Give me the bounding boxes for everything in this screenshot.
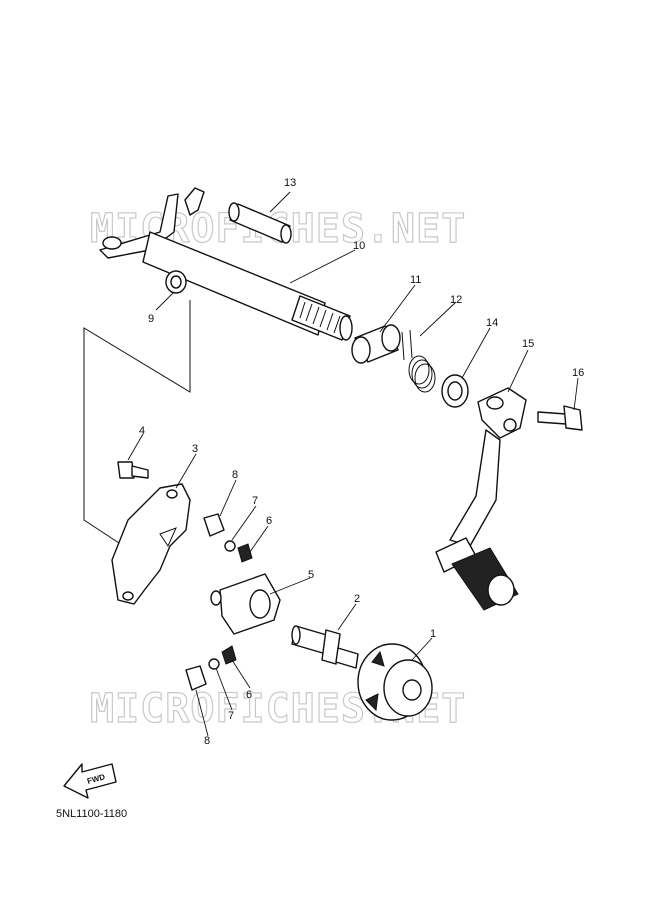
callout-13: 13 xyxy=(284,177,296,189)
callout-7-top: 7 xyxy=(252,495,258,507)
fwd-arrow-icon: FWD xyxy=(63,763,117,799)
part-8-stopper-bottom xyxy=(185,665,207,691)
callout-14: 14 xyxy=(486,317,498,329)
callout-8-top: 8 xyxy=(232,469,238,481)
part-14-oil-seal xyxy=(441,374,469,408)
callout-10: 10 xyxy=(353,240,365,252)
part-6-spring-bottom xyxy=(221,645,237,665)
callout-6-bottom: 6 xyxy=(246,689,252,701)
callout-15: 15 xyxy=(522,338,534,350)
callout-4: 4 xyxy=(139,425,145,437)
part-15-shift-pedal xyxy=(435,387,527,611)
part-12-spring xyxy=(401,329,436,393)
callout-11: 11 xyxy=(410,274,421,286)
part-11-collar xyxy=(351,324,401,364)
callout-6-top: 6 xyxy=(266,515,272,527)
part-5-segment xyxy=(210,573,281,635)
part-8-stopper-top xyxy=(203,513,225,537)
callout-12: 12 xyxy=(450,294,462,306)
callout-8-bottom: 8 xyxy=(204,735,210,747)
leader-lines xyxy=(127,191,579,737)
part-7-pin-bottom xyxy=(208,658,220,670)
callout-3: 3 xyxy=(192,443,198,455)
grouping-bracket xyxy=(83,300,191,571)
part-2-bolt xyxy=(291,625,359,669)
part-7-pin-top xyxy=(224,540,236,552)
part-10-shift-shaft xyxy=(99,187,353,341)
part-1-drum-segment xyxy=(357,643,433,721)
callout-16: 16 xyxy=(572,367,584,379)
part-3-plate xyxy=(111,483,191,605)
callout-2: 2 xyxy=(354,593,360,605)
part-6-spring-top xyxy=(237,543,253,563)
callout-7-bottom: 7 xyxy=(228,710,234,722)
part-4-bolt xyxy=(117,461,149,479)
part-16-bolt xyxy=(537,405,583,431)
callout-1: 1 xyxy=(430,628,436,640)
part-13-pin xyxy=(228,202,292,244)
diagram-code: 5NL1100-1180 xyxy=(56,808,128,820)
part-9-washer xyxy=(165,270,187,294)
callout-5: 5 xyxy=(308,569,314,581)
callout-9: 9 xyxy=(148,313,154,325)
